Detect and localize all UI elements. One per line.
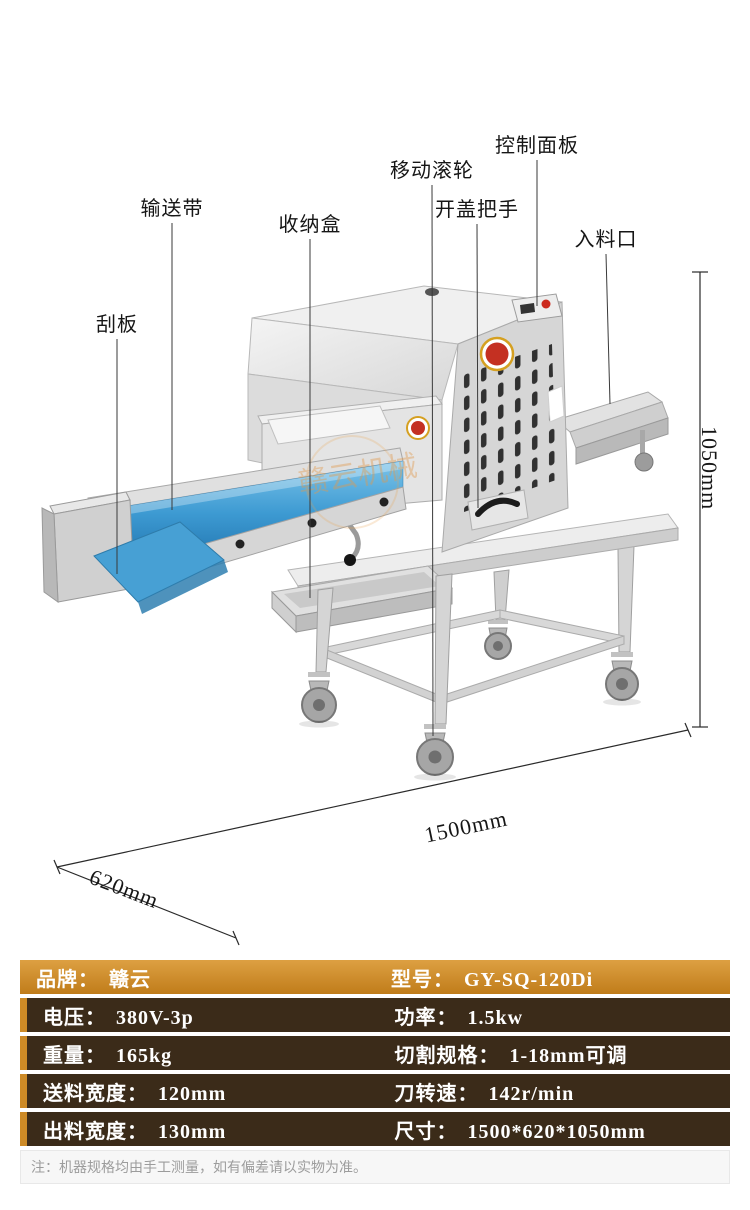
machine-illustration: 赣云机械 — [41, 285, 679, 781]
dimension-height-label: 1050mm — [697, 426, 722, 511]
callout-control-panel: 控制面板 — [495, 135, 579, 157]
spec-cell-power: 功率： 1.5kw — [379, 1001, 731, 1030]
spec-label: 切割规格： — [394, 1044, 500, 1067]
callout-conveyor-belt: 输送带 — [140, 198, 204, 220]
spec-label: 送料宽度： — [43, 1082, 148, 1105]
control-panel-part — [511, 293, 563, 323]
feed-inlet-conveyor — [554, 391, 669, 472]
spec-value: 142r/min — [488, 1082, 575, 1105]
spec-cell-brand: 品牌： 赣云 — [20, 963, 375, 992]
callout-moving-caster: 移动滚轮 — [390, 160, 474, 182]
spec-table: 品牌： 赣云 型号： GY-SQ-120Di 电压： 380V-3p 功率： 1.5kw… — [20, 960, 730, 1184]
cover-handle-part — [467, 489, 529, 531]
callout-cover-handle: 开盖把手 — [435, 199, 519, 221]
spec-row-voltage-power: 电压： 380V-3p 功率： 1.5kw — [20, 998, 730, 1032]
spec-row-weight-cutting: 重量： 165kg 切割规格： 1-18mm可调 — [20, 1036, 730, 1070]
spec-value: 1.5kw — [467, 1006, 524, 1029]
spec-cell-output-width: 出料宽度： 130mm — [27, 1115, 379, 1144]
vent-panel — [460, 344, 556, 512]
caster-front-left — [299, 672, 339, 728]
caster-front-center — [414, 724, 456, 781]
callout-scraper: 刮板 — [96, 314, 138, 336]
spec-cell-voltage: 电压： 380V-3p — [27, 1001, 379, 1030]
brand-badge — [479, 336, 515, 372]
caster-rear-mid — [484, 620, 512, 660]
spec-label: 尺寸： — [394, 1120, 458, 1143]
spec-value: 130mm — [158, 1120, 227, 1143]
spec-note: 注：机器规格均由手工测量，如有偏差请以实物为准。 — [20, 1150, 730, 1184]
spec-label: 品牌： — [36, 968, 99, 991]
spec-cell-weight: 重量： 165kg — [27, 1039, 379, 1068]
spec-cell-model: 型号： GY-SQ-120Di — [375, 963, 730, 992]
spec-value: 1-18mm可调 — [509, 1044, 628, 1067]
scraper-part — [41, 491, 228, 614]
stand-frame-bars — [321, 609, 625, 705]
spec-label: 电压： — [43, 1006, 106, 1029]
spec-cell-blade-speed: 刀转速： 142r/min — [379, 1077, 731, 1106]
info-sticker — [547, 385, 565, 423]
spec-value: GY-SQ-120Di — [464, 968, 594, 991]
spec-value: 赣云 — [109, 968, 151, 991]
spec-label: 型号： — [391, 968, 454, 991]
callout-storage-box: 收纳盒 — [278, 214, 342, 236]
spec-row-feedwidth-speed: 送料宽度： 120mm 刀转速： 142r/min — [20, 1074, 730, 1108]
spec-value: 165kg — [116, 1044, 173, 1067]
spec-value: 120mm — [158, 1082, 227, 1105]
spec-cell-cutting-spec: 切割规格： 1-18mm可调 — [379, 1039, 731, 1068]
spec-row-outwidth-size: 出料宽度： 130mm 尺寸： 1500*620*1050mm — [20, 1112, 730, 1146]
spec-row-brand-model: 品牌： 赣云 型号： GY-SQ-120Di — [20, 960, 730, 994]
spec-label: 功率： — [394, 1006, 458, 1029]
caster-rear-right — [603, 652, 641, 706]
callout-feed-inlet: 入料口 — [574, 229, 638, 251]
dimension-depth-label: 620mm — [86, 863, 163, 914]
spec-value: 1500*620*1050mm — [467, 1120, 646, 1143]
spec-label: 重量： — [43, 1044, 106, 1067]
spec-cell-feed-width: 送料宽度： 120mm — [27, 1077, 379, 1106]
spec-cell-size: 尺寸： 1500*620*1050mm — [379, 1115, 731, 1144]
spec-value: 380V-3p — [116, 1006, 194, 1029]
spec-label: 刀转速： — [394, 1082, 479, 1105]
spec-label: 出料宽度： — [43, 1120, 148, 1143]
power-button — [541, 299, 551, 309]
